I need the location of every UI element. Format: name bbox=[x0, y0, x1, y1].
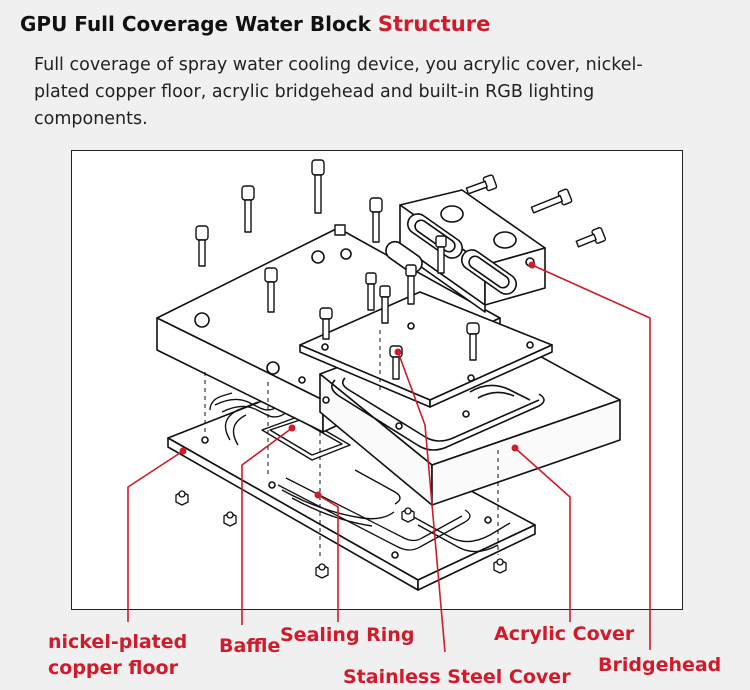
leader-dots bbox=[179, 261, 536, 499]
description: Full coverage of spray water cooling dev… bbox=[34, 55, 643, 129]
title-accent: Structure bbox=[377, 12, 491, 36]
title-main: GPU Full Coverage Water Block bbox=[20, 12, 371, 36]
leader-baffle bbox=[241, 427, 293, 625]
label-acrylic-cover: Acrylic Cover bbox=[494, 623, 635, 645]
leader-acrylic-cover bbox=[514, 447, 571, 622]
page-title: GPU Full Coverage Water Block Structure bbox=[20, 12, 490, 36]
label-stainless-steel-cover: Stainless Steel Cover bbox=[343, 666, 571, 688]
hex-nuts bbox=[175, 490, 507, 579]
label-copper-floor-line1: nickel-plated bbox=[48, 631, 188, 653]
leader-bridgehead bbox=[531, 264, 651, 650]
label-copper-floor: nickel-plated copper floor bbox=[48, 629, 187, 681]
leader-lines bbox=[127, 264, 651, 653]
baffle-part bbox=[224, 401, 511, 553]
screws bbox=[195, 159, 607, 380]
leader-sealing-ring bbox=[317, 494, 339, 622]
label-bridgehead: Bridgehead bbox=[598, 654, 722, 676]
leader-copper-floor bbox=[127, 450, 184, 622]
acrylic-top-plate bbox=[298, 291, 553, 430]
leader-stainless-steel bbox=[397, 351, 446, 653]
label-baffle: Baffle bbox=[219, 635, 281, 657]
label-sealing-ring: Sealing Ring bbox=[280, 624, 415, 646]
label-copper-floor-line2: copper floor bbox=[48, 657, 178, 679]
